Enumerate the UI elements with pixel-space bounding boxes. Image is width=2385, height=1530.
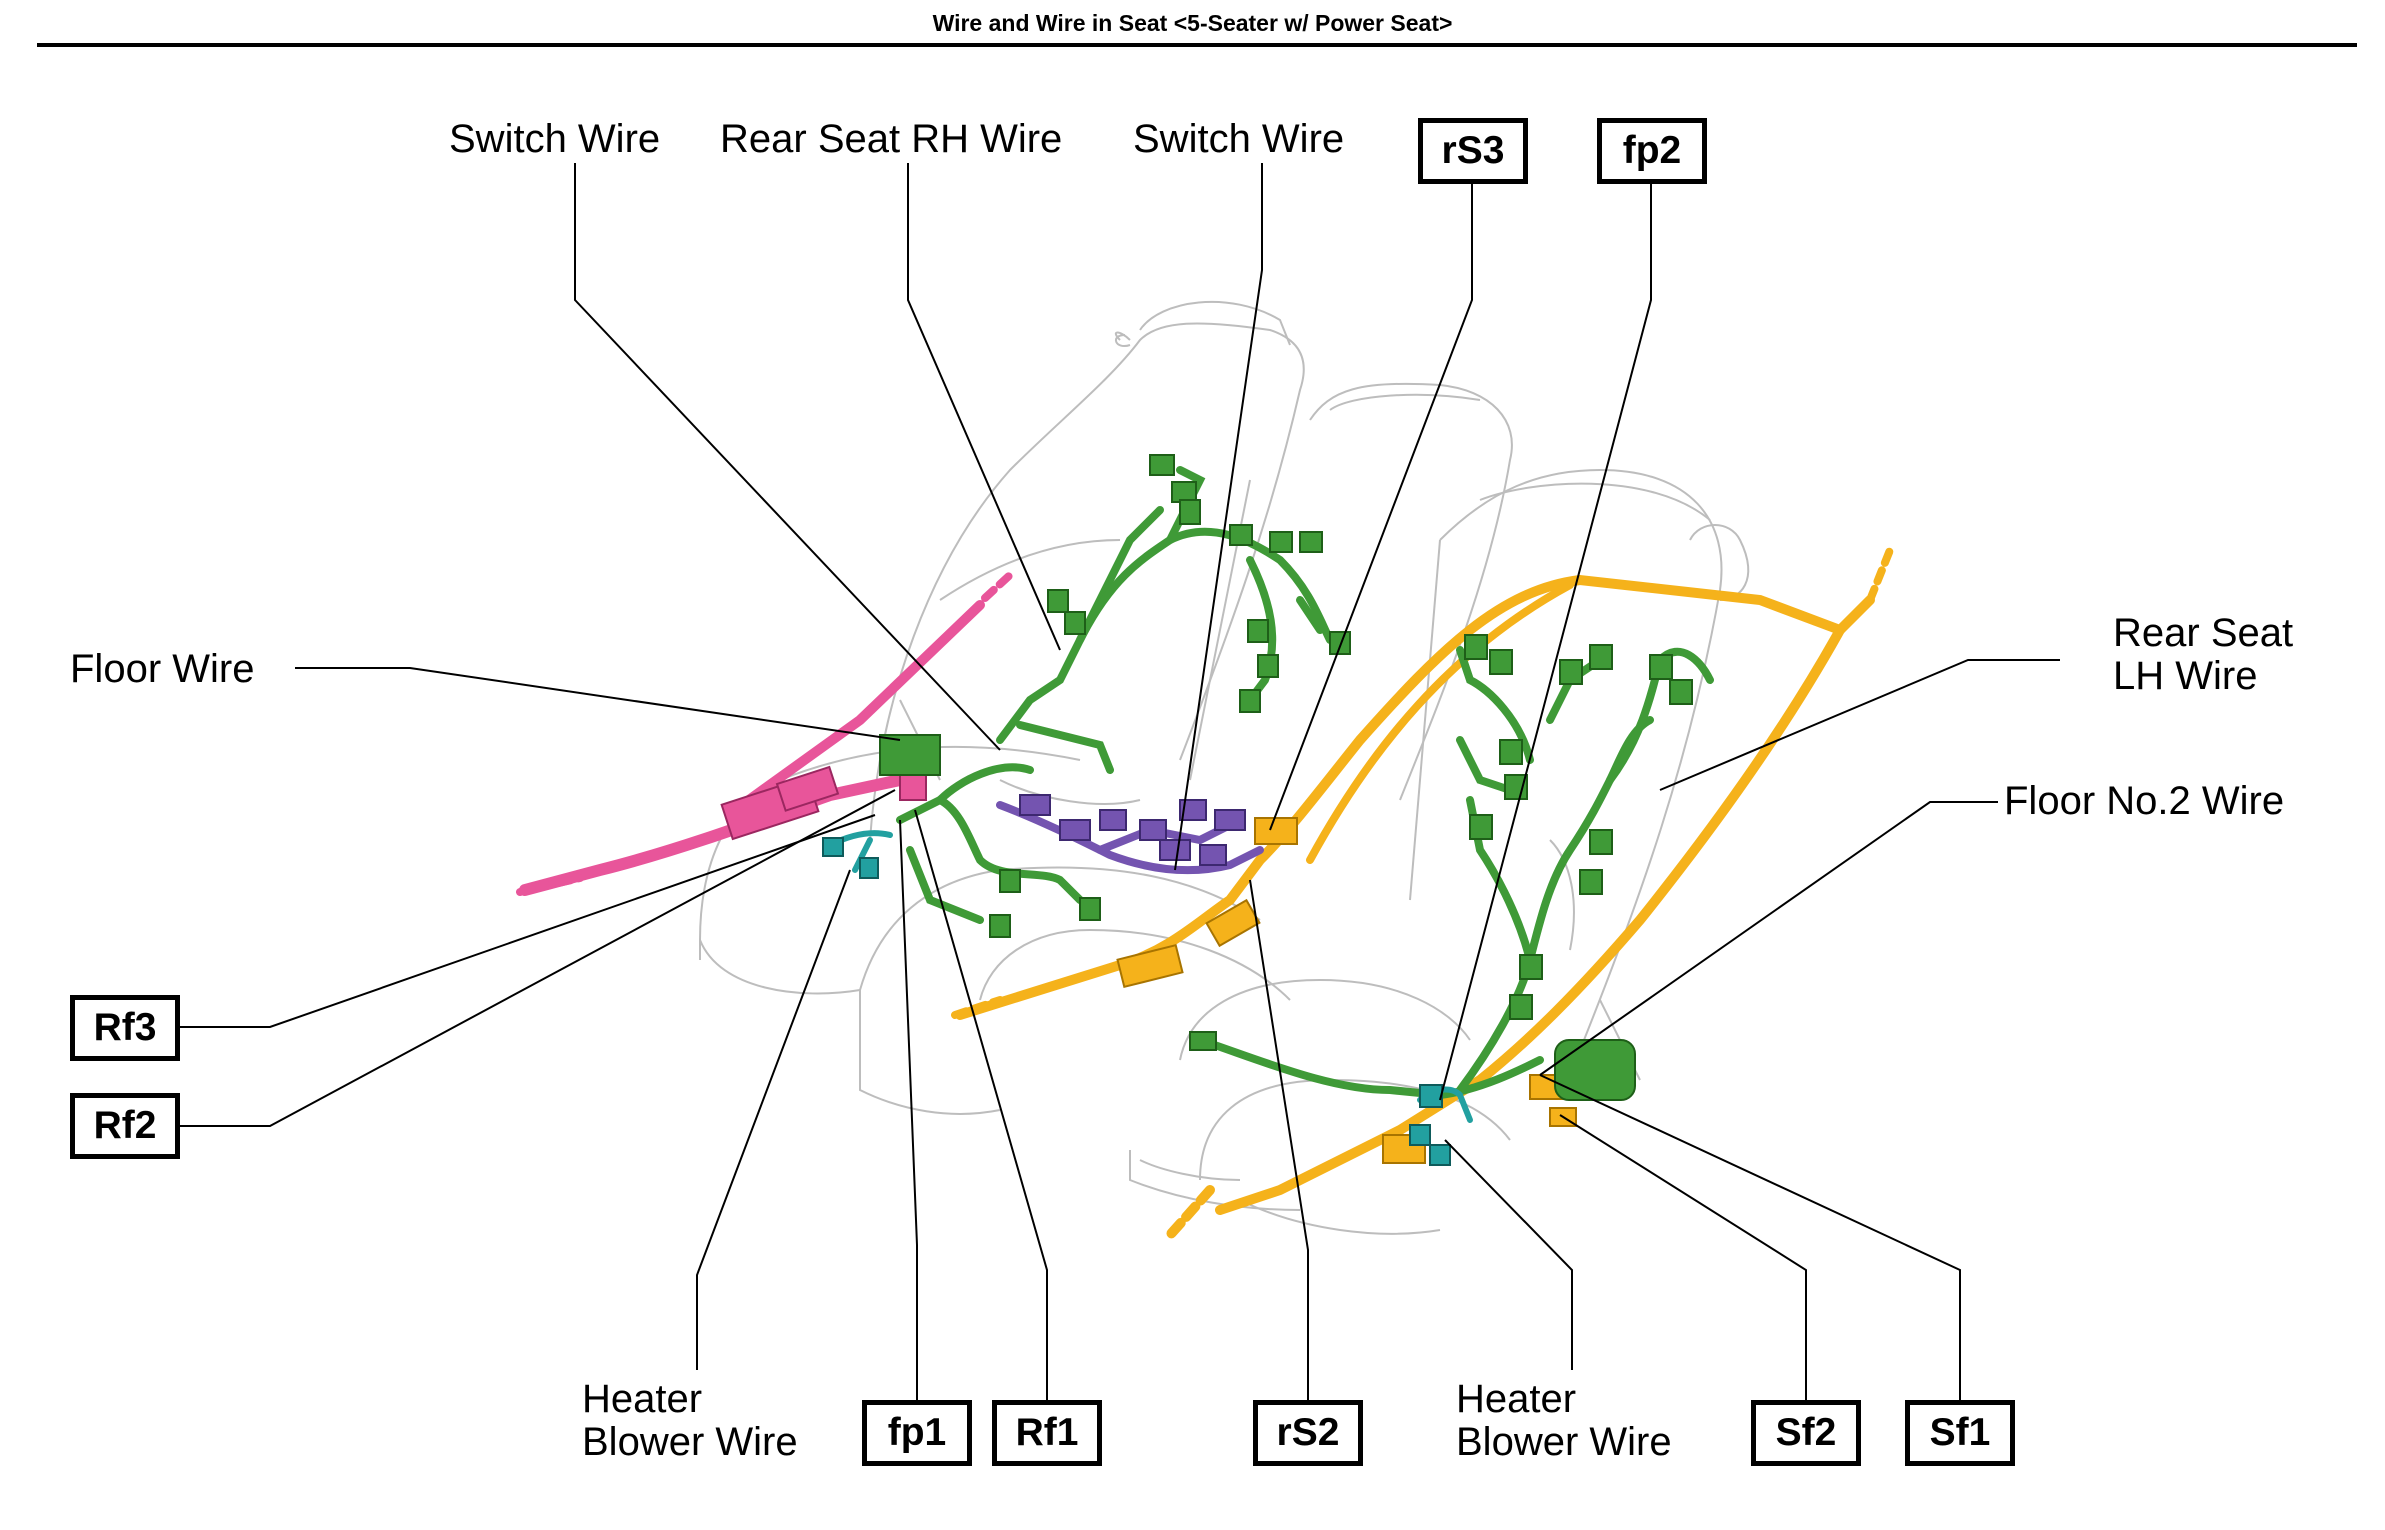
title-rule [37,43,2357,47]
switch-connectors [1019,794,1246,866]
label-switch-wire-left: Switch Wire [449,117,661,161]
connector-rs2: rS2 [1253,1400,1363,1466]
floor-no2-connectors [1116,817,1577,1164]
label-floor-wire: Floor Wire [70,647,255,691]
connector-rf1: Rf1 [992,1400,1102,1466]
label-floor-no2-wire: Floor No.2 Wire [2004,779,2285,823]
page-title: Wire and Wire in Seat <5-Seater w/ Power… [932,10,1453,36]
label-heater-blower-wire-left: Heater Blower Wire [582,1378,798,1464]
connector-rf2: Rf2 [70,1093,180,1159]
label-heater-blower-wire-right-line2: Blower Wire [1456,1420,1672,1464]
connector-fp1: fp1 [862,1400,972,1466]
floor-no2-wire [951,546,1894,1240]
label-rear-seat-lh-wire-line1: Rear Seat [2113,611,2294,655]
connector-rs3: rS3 [1418,118,1528,184]
connector-rf3: Rf3 [70,995,180,1061]
connector-sf1: Sf1 [1905,1400,2015,1466]
heater-blower-connectors [822,837,1451,1166]
label-heater-blower-wire-right-line1: Heater [1456,1377,1577,1421]
label-rear-seat-rh-wire: Rear Seat RH Wire [720,117,1063,161]
label-rear-seat-lh-wire: Rear Seat LH Wire [2113,612,2293,698]
floor-wire [516,571,1014,896]
label-switch-wire-right: Switch Wire [1133,117,1345,161]
floor-wire-connectors [720,765,927,841]
label-heater-blower-wire-left-line1: Heater [582,1377,703,1421]
label-rear-seat-lh-wire-line2: LH Wire [2113,654,2258,698]
seat-wire-connectors [879,454,1693,1101]
label-heater-blower-wire-left-line2: Blower Wire [582,1420,798,1464]
leader-lines [180,163,2060,1400]
seat-wires [896,466,1714,1100]
connector-fp2: fp2 [1597,118,1707,184]
label-heater-blower-wire-right: Heater Blower Wire [1456,1378,1672,1464]
connector-sf2: Sf2 [1751,1400,1861,1466]
